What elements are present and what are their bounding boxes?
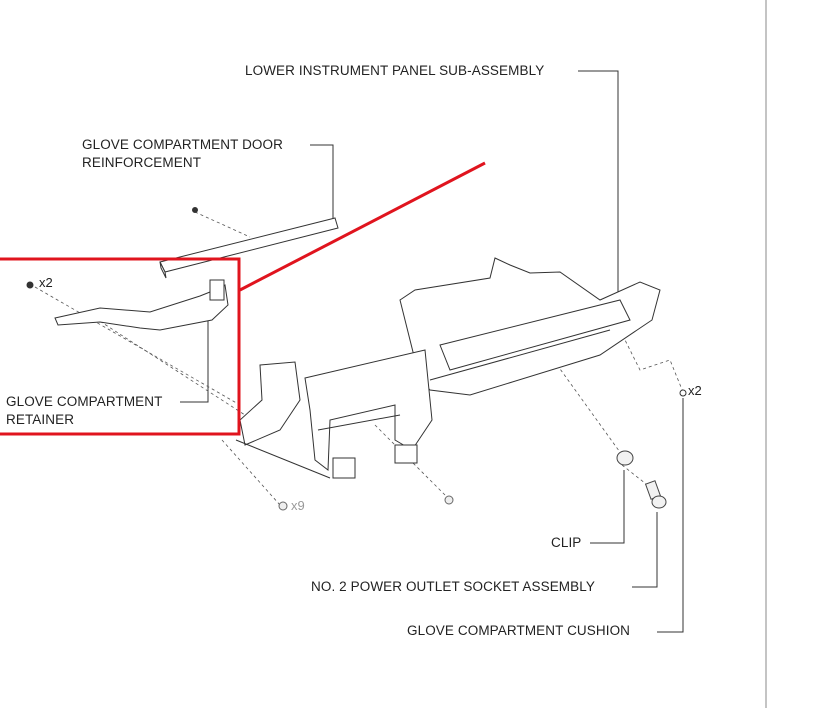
qty-cushion: x2 (688, 383, 702, 398)
label-cushion: GLOVE COMPARTMENT CUSHION (407, 623, 631, 638)
label-retainer-line2: RETAINER (6, 412, 75, 427)
label-retainer-line1: GLOVE COMPARTMENT (6, 394, 163, 409)
leader-lines (180, 70, 684, 633)
power-outlet-part (644, 480, 667, 509)
assembly-dashes (34, 211, 684, 506)
door-reinforcement-part (159, 207, 339, 279)
highlight-box (0, 161, 486, 436)
label-door-reinforcement-line1: GLOVE COMPARTMENT DOOR (82, 137, 283, 152)
retainer-part (26, 279, 229, 331)
label-clip: CLIP (551, 535, 582, 550)
label-door-reinforcement-line2: REINFORCEMENT (82, 155, 202, 170)
fasteners (278, 389, 687, 511)
label-power-outlet: NO. 2 POWER OUTLET SOCKET ASSEMBLY (311, 579, 595, 594)
label-lower-instrument-panel: LOWER INSTRUMENT PANEL SUB-ASSEMBLY (245, 63, 545, 78)
qty-retainer-screws: x2 (39, 275, 53, 290)
qty-panel-screws: x9 (291, 498, 305, 513)
lower-instrument-panel-part (235, 257, 661, 479)
clip-part (616, 450, 634, 466)
